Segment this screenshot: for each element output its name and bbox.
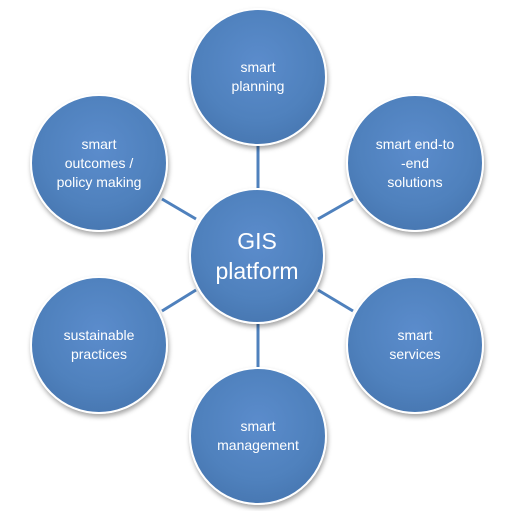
node-label: smart planning [231,59,285,94]
node-label: smart services [389,327,441,362]
center-node-gis-platform: GIS platform [189,188,325,324]
node-label: smart management [217,418,299,453]
node-smart-outcomes-policy-making: smart outcomes / policy making [30,94,168,232]
center-node-label: GIS platform [215,228,299,284]
connector-lower-right [317,288,354,313]
node-smart-services: smart services [346,276,484,414]
connector-lower-left [161,288,197,313]
node-label: sustainable practices [63,327,135,362]
node-smart-planning: smart planning [189,8,327,146]
node-label: smart outcomes / policy making [56,135,142,190]
node-smart-management: smart management [189,367,327,505]
node-smart-end-to-end-solutions: smart end-to -end solutions [346,94,484,232]
connector-upper-left [161,197,197,221]
node-sustainable-practices: sustainable practices [30,276,168,414]
connector-upper-right [317,197,354,221]
node-label: smart end-to -end solutions [375,135,455,190]
